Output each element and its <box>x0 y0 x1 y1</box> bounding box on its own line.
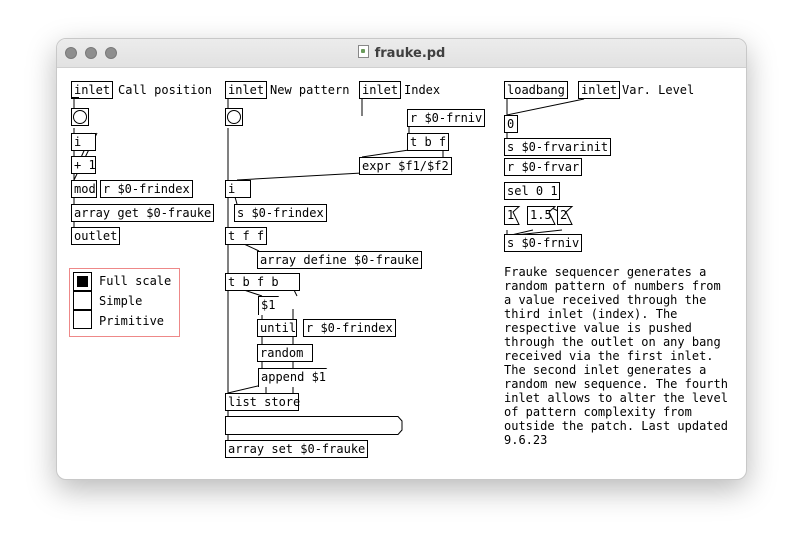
trigger-b-f-b[interactable]: t b f b <box>225 273 300 291</box>
until-object[interactable]: until <box>257 319 297 337</box>
send-frvarinit[interactable]: s $0-frvarinit <box>504 138 612 156</box>
loadbang-text: loadbang <box>507 83 565 97</box>
inlet-call-position[interactable]: inlet <box>71 81 114 99</box>
window-title-text: frauke.pd <box>374 46 446 61</box>
bang-circle <box>227 110 241 124</box>
send-text: s $0-frvarinit <box>507 140 609 154</box>
receive-frvar[interactable]: r $0-frvar <box>504 158 583 176</box>
inlet-text: inlet <box>581 83 618 97</box>
radio-option-primitive[interactable] <box>73 310 92 329</box>
number-box[interactable]: 0 <box>504 115 518 133</box>
inlet-new-pattern[interactable]: inlet <box>225 81 268 99</box>
close-button[interactable] <box>65 47 77 59</box>
outlet-port <box>72 97 79 99</box>
until-text: until <box>260 321 297 335</box>
radio-option-simple[interactable] <box>73 291 92 310</box>
description-comment: Frauke sequencer generates a random patt… <box>504 265 728 447</box>
document-icon <box>357 45 369 58</box>
receive-frindex-2[interactable]: r $0-frindex <box>303 319 396 337</box>
list-store-object[interactable]: list store <box>225 393 301 411</box>
inlet-text: inlet <box>74 83 111 97</box>
loadbang-object[interactable]: loadbang <box>504 81 568 99</box>
radio-selected-dot <box>77 276 88 287</box>
label-new-pattern: New pattern <box>270 83 350 97</box>
bang-2[interactable] <box>225 108 243 126</box>
message-append[interactable]: append $1 <box>259 369 335 387</box>
trigger-text: t f f <box>228 229 265 243</box>
patch-window: frauke.pd <box>56 38 747 480</box>
array-define-object[interactable]: array define $0-frauke <box>257 251 422 269</box>
message-dollar1[interactable]: $1 <box>259 297 284 315</box>
random-object[interactable]: random <box>257 344 313 362</box>
list-store-text: list store <box>228 395 301 409</box>
receive-text: r $0-frindex <box>306 321 393 335</box>
window-title: frauke.pd <box>57 45 746 61</box>
select-object[interactable]: sel 0 1 <box>504 182 560 200</box>
receive-text: r $0-frniv <box>410 111 483 125</box>
inlet-index[interactable]: inlet <box>359 81 402 99</box>
send-frindex[interactable]: s $0-frindex <box>234 204 327 222</box>
i-object-2[interactable]: i <box>225 180 251 198</box>
message-2[interactable]: 2 <box>560 208 568 222</box>
expr-text: expr $f1/$f2 <box>362 159 449 173</box>
message-1[interactable]: 1 <box>507 208 515 222</box>
title-bar: frauke.pd <box>57 39 746 68</box>
message-1-5[interactable]: 1.5 <box>530 208 552 222</box>
radio-label-primitive: Primitive <box>99 314 165 328</box>
trigger-b-f[interactable]: t b f <box>407 133 449 151</box>
random-text: random <box>260 346 304 360</box>
send-frniv[interactable]: s $0-frniv <box>504 234 583 252</box>
inlet-text: inlet <box>362 83 399 97</box>
array-get-text: array get $0-frauke <box>74 206 212 220</box>
radio-label-simple: Simple <box>99 294 143 308</box>
array-set-text: array set $0-frauke <box>228 442 366 456</box>
mod-object[interactable]: mod <box>71 180 97 198</box>
number-text: 0 <box>507 117 515 131</box>
outlet-object[interactable]: outlet <box>71 227 121 245</box>
i-object-1[interactable]: i <box>71 133 96 151</box>
list-message-box[interactable] <box>225 417 403 435</box>
trigger-text: t b f <box>410 135 447 149</box>
patch-canvas[interactable]: inlet Call position i + 1 mod r $0-frind… <box>57 68 746 479</box>
select-text: sel 0 1 <box>507 184 558 198</box>
send-text: s $0-frindex <box>237 206 324 220</box>
plus-one-object[interactable]: + 1 <box>71 156 96 174</box>
complexity-radio[interactable]: Full scale Simple Primitive <box>69 268 180 337</box>
inlet-text: inlet <box>228 83 265 97</box>
label-call-position: Call position <box>118 83 212 97</box>
label-index: Index <box>404 83 441 97</box>
i-text: i <box>228 182 236 196</box>
array-set-object[interactable]: array set $0-frauke <box>225 440 369 458</box>
zoom-button[interactable] <box>105 47 117 59</box>
array-define-text: array define $0-frauke <box>260 253 419 267</box>
receive-frindex-1[interactable]: r $0-frindex <box>100 180 193 198</box>
bang-circle <box>73 110 87 124</box>
i-text: i <box>74 135 82 149</box>
plus-text: + 1 <box>74 158 96 172</box>
bang-1[interactable] <box>71 108 89 126</box>
inlet-var-level[interactable]: inlet <box>578 81 621 99</box>
trigger-f-f[interactable]: t f f <box>225 227 268 245</box>
mod-text: mod <box>74 182 96 196</box>
receive-frniv[interactable]: r $0-frniv <box>407 109 486 127</box>
radio-label-full-scale: Full scale <box>99 274 172 288</box>
send-text: s $0-frniv <box>507 236 580 250</box>
receive-text: r $0-frvar <box>507 160 580 174</box>
minimize-button[interactable] <box>85 47 97 59</box>
trigger-text: t b f b <box>228 275 279 289</box>
receive-text: r $0-frindex <box>103 182 190 196</box>
array-get-object[interactable]: array get $0-frauke <box>71 204 215 222</box>
label-var-level: Var. Level <box>622 83 695 97</box>
expr-object[interactable]: expr $f1/$f2 <box>359 157 452 175</box>
outlet-text: outlet <box>74 229 118 243</box>
radio-option-full-scale[interactable] <box>73 272 92 291</box>
